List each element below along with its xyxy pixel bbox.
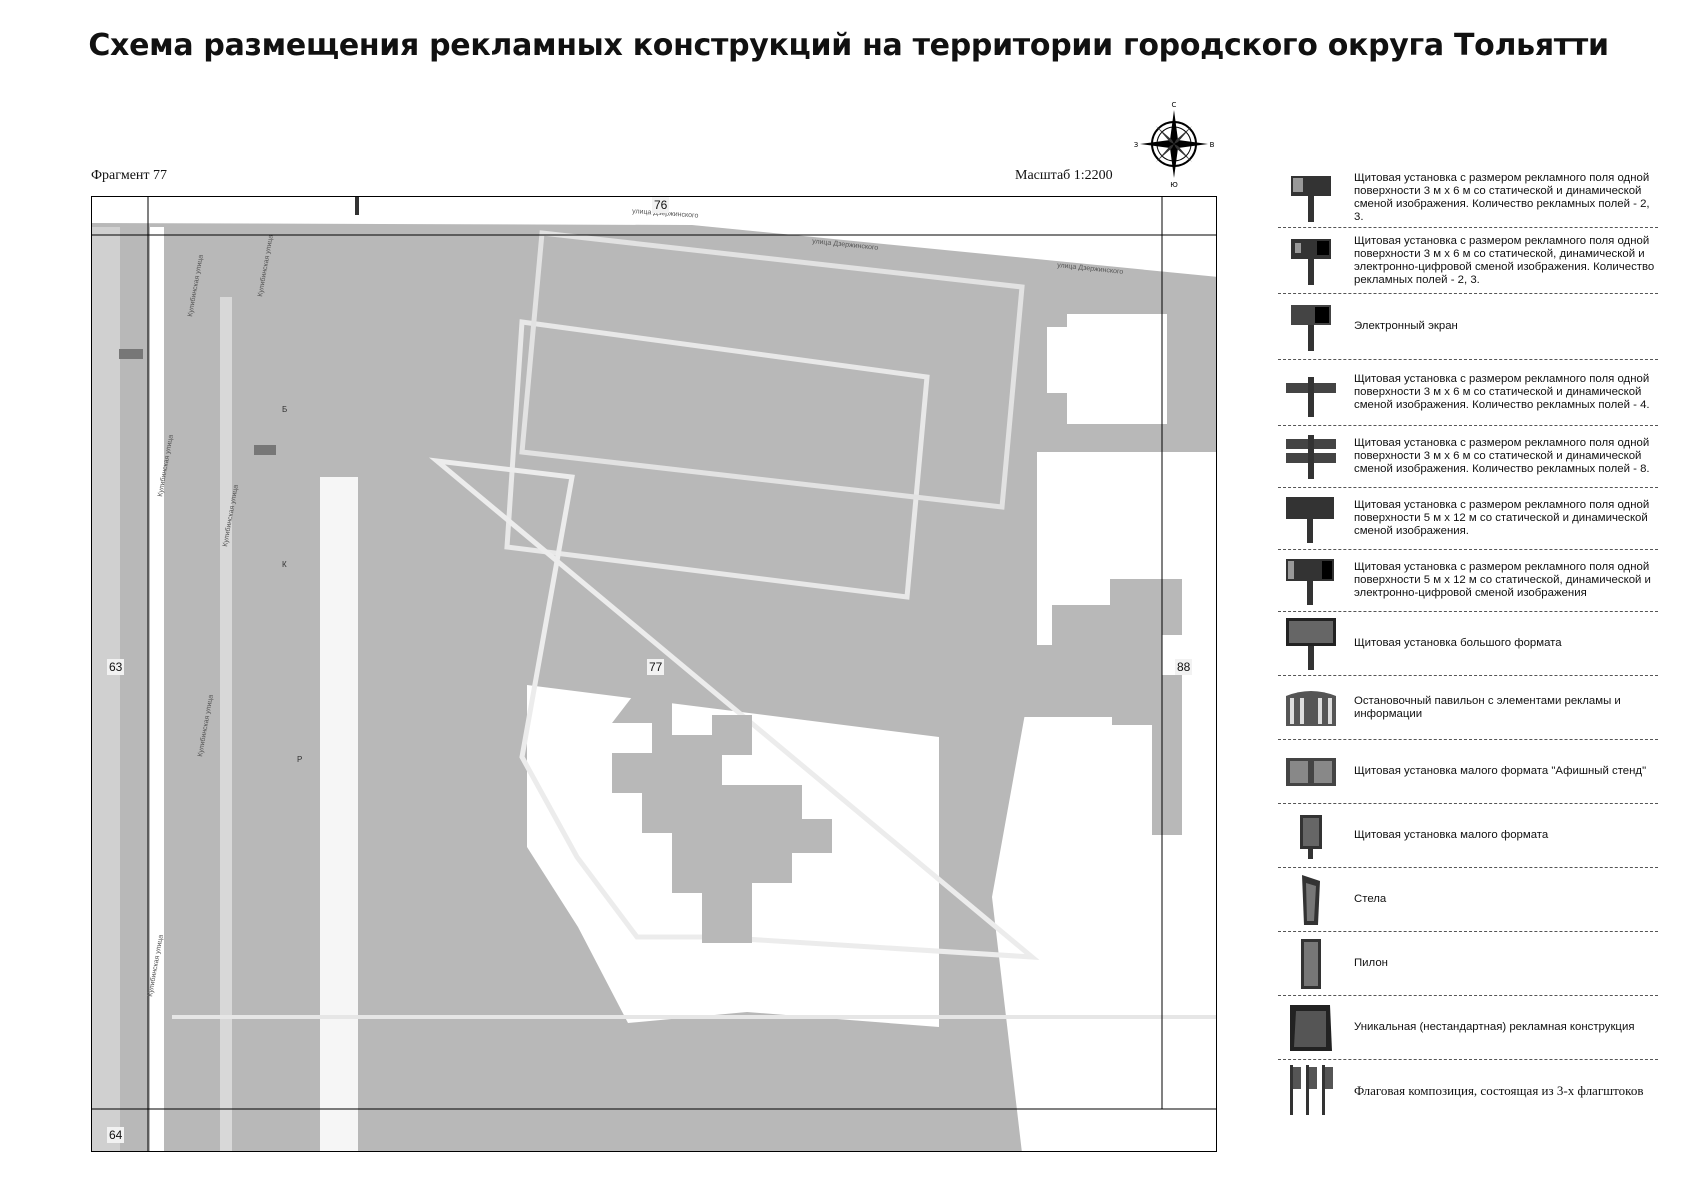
map-marker-letter: Б — [282, 405, 287, 414]
ad-marker — [254, 445, 276, 455]
pylon-icon — [1278, 936, 1344, 992]
electronic-screen-icon — [1278, 299, 1344, 355]
compass-rose-icon: С Ю З В — [1134, 101, 1214, 188]
billboard-8-fields-icon — [1278, 429, 1344, 485]
compass-west: З — [1134, 141, 1139, 149]
stela-icon — [1278, 872, 1344, 928]
billboard-3x6-icon — [1278, 170, 1344, 226]
billboard-3x6-digital-icon — [1278, 233, 1344, 289]
legend-text: Стела — [1354, 893, 1387, 905]
map-fragment[interactable]: улица Дзержинского улица Дзержинского ул… — [91, 196, 1217, 1152]
scale-label: Масштаб 1:2200 — [1015, 168, 1113, 183]
legend-item: Уникальная (нестандартная) рекламная кон… — [1278, 996, 1658, 1060]
legend-text: Щитовая установка большого формата — [1354, 637, 1562, 649]
map-canvas: улица Дзержинского улица Дзержинского ул… — [92, 197, 1216, 1151]
legend-item: Щитовая установка малого формата "Афишны… — [1278, 740, 1658, 804]
legend-item: Щитовая установка с размером рекламного … — [1278, 426, 1658, 488]
legend-text: Щитовая установка с размером рекламного … — [1354, 171, 1650, 223]
billboard-5x12-digital-icon — [1278, 553, 1344, 609]
flag-composition-icon — [1278, 1062, 1344, 1118]
legend-text: Остановочный павильон с элементами рекла… — [1354, 694, 1621, 720]
small-format-icon — [1278, 808, 1344, 864]
legend-text: Щитовая установка с размером рекламного … — [1354, 373, 1650, 411]
street-label: улица Дзержинского — [632, 208, 699, 220]
map-white-top — [92, 197, 1216, 277]
legend-text: Флаговая композиция, состоящая из 3-х фл… — [1354, 1082, 1644, 1098]
compass-north: С — [1172, 101, 1177, 109]
map-marker-letter: К — [282, 560, 287, 569]
legend-text: Электронный экран — [1354, 320, 1458, 332]
road-kulibinskaya — [150, 227, 164, 1151]
legend-item: Стела — [1278, 868, 1658, 932]
page-title: Схема размещения рекламных конструкций н… — [88, 28, 1609, 63]
grid-number-top: 76 — [652, 197, 670, 213]
fragment-label: Фрагмент 77 — [91, 168, 168, 183]
bus-stop-pavilion-icon — [1278, 680, 1344, 736]
compass-east: В — [1210, 141, 1214, 149]
large-format-icon — [1278, 616, 1344, 672]
legend-item: Щитовая установка с размером рекламного … — [1278, 488, 1658, 550]
legend-text: Пилон — [1354, 957, 1388, 969]
legend-text: Щитовая установка с размером рекламного … — [1354, 437, 1650, 475]
legend-text: Щитовая установка малого формата — [1354, 829, 1549, 841]
legend-text: Уникальная (нестандартная) рекламная кон… — [1354, 1021, 1635, 1033]
legend-item: Флаговая композиция, состоящая из 3-х фл… — [1278, 1060, 1658, 1120]
white-strip — [320, 477, 358, 1151]
poster-stand-icon — [1278, 744, 1344, 800]
legend-text: Щитовая установка с размером рекламного … — [1354, 561, 1651, 599]
billboard-5x12-icon — [1278, 491, 1344, 547]
legend-item: Щитовая установка с размером рекламного … — [1278, 550, 1658, 612]
legend-item: Щитовая установка с размером рекламного … — [1278, 168, 1658, 228]
school-building — [612, 697, 832, 943]
legend-item: Электронный экран — [1278, 294, 1658, 360]
legend-item: Остановочный павильон с элементами рекла… — [1278, 676, 1658, 740]
legend-item: Щитовая установка малого формата — [1278, 804, 1658, 868]
east-building — [1022, 579, 1182, 835]
legend-item: Щитовая установка с размером рекламного … — [1278, 228, 1658, 294]
ad-marker — [119, 349, 143, 359]
unique-structure-icon — [1278, 1000, 1344, 1056]
billboard-4-fields-icon — [1278, 365, 1344, 421]
grid-number-left: 63 — [107, 659, 125, 675]
legend-item: Щитовая установка большого формата — [1278, 612, 1658, 676]
ad-marker — [355, 197, 359, 215]
grid-number-right: 88 — [1175, 659, 1193, 675]
legend: Щитовая установка с размером рекламного … — [1278, 168, 1658, 1120]
map-marker-letter: Р — [297, 755, 302, 764]
legend-item: Пилон — [1278, 932, 1658, 996]
legend-text: Щитовая установка с размером рекламного … — [1354, 234, 1655, 286]
legend-text: Щитовая установка с размером рекламного … — [1354, 499, 1650, 537]
legend-item: Щитовая установка с размером рекламного … — [1278, 360, 1658, 426]
grid-number-center: 77 — [647, 659, 665, 675]
legend-text: Щитовая установка малого формата "Афишны… — [1354, 765, 1647, 777]
compass-south: Ю — [1170, 181, 1178, 188]
grid-number-bottom-left: 64 — [107, 1127, 125, 1143]
